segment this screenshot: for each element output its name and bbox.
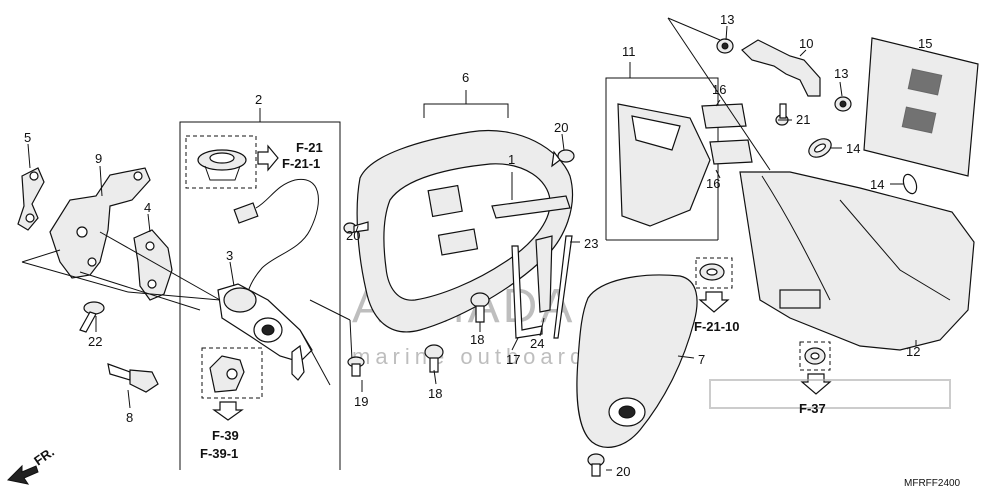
callout-20-upper: 20 (554, 120, 568, 135)
latch-part (209, 355, 245, 393)
callout-12: 12 (906, 344, 920, 359)
bolt-18-upper (470, 292, 490, 323)
nut-13-left (716, 38, 734, 54)
callout-24: 24 (530, 336, 544, 351)
key-8 (107, 363, 159, 393)
front-arrow (6, 464, 39, 485)
honda-watermark (709, 379, 951, 409)
callout-14-upper: 14 (846, 141, 860, 156)
bracket-9 (49, 167, 151, 279)
nut-13-right (834, 96, 852, 112)
plate-5 (17, 167, 45, 231)
callout-10: 10 (799, 36, 813, 51)
sticker-16-upper (701, 103, 747, 129)
cover-7 (576, 274, 698, 448)
tool-23 (553, 235, 573, 339)
cover-12 (739, 171, 975, 351)
callout-19: 19 (354, 394, 368, 409)
callout-2: 2 (255, 92, 262, 107)
screw-20-lower (587, 453, 605, 477)
callout-13-right: 13 (834, 66, 848, 81)
bracket-4 (133, 229, 173, 301)
callout-3: 3 (226, 248, 233, 263)
screw-22 (79, 301, 105, 333)
screw-20-left (343, 221, 369, 234)
screw-20-upper (551, 149, 575, 168)
watermark-tagline: marine outboards (352, 344, 603, 369)
callout-23: 23 (584, 236, 598, 251)
grommet-14-lower (902, 173, 918, 195)
diagram-code: MFRFF2400 (904, 478, 961, 489)
ref-f37: F-37 (799, 401, 826, 416)
ignition-switch (217, 283, 313, 381)
callout-16-upper: 16 (712, 82, 726, 97)
grommet-part (197, 149, 247, 181)
callout-13-left: 13 (720, 12, 734, 27)
callout-20-left: 20 (346, 228, 360, 243)
callout-6: 6 (462, 70, 469, 85)
grommet-21-10 (699, 263, 725, 281)
grommet-37 (804, 347, 826, 365)
callout-20-lower: 20 (616, 464, 630, 479)
callout-4: 4 (144, 200, 151, 215)
sticker-16-lower (709, 139, 753, 165)
front-label: FR. (31, 444, 57, 468)
ref-f21-10: F-21-10 (694, 319, 740, 334)
callout-16-lower: 16 (706, 176, 720, 191)
ref-f21: F-21 (296, 140, 323, 155)
ref-f39-1: F-39-1 (200, 446, 238, 461)
ref-f39: F-39 (212, 428, 239, 443)
callout-14-lower: 14 (870, 177, 884, 192)
callout-21: 21 (796, 112, 810, 127)
callout-1: 1 (508, 152, 515, 167)
label-15 (863, 37, 979, 177)
ignition-cable (233, 178, 319, 293)
callout-11: 11 (622, 44, 636, 59)
bolt-18-lower (424, 344, 444, 373)
callout-5: 5 (24, 130, 31, 145)
callout-9: 9 (95, 151, 102, 166)
ref-f21-1: F-21-1 (282, 156, 320, 171)
sticker-1 (491, 172, 571, 219)
callout-7: 7 (698, 352, 705, 367)
screw-19 (347, 356, 365, 377)
bolt-21 (775, 103, 789, 126)
callout-22: 22 (88, 334, 102, 349)
callout-8: 8 (126, 410, 133, 425)
callout-17: 17 (506, 352, 520, 367)
callout-18-lower: 18 (428, 386, 442, 401)
grommet-14-upper (808, 138, 832, 158)
callout-15: 15 (918, 36, 932, 51)
bracket-10 (741, 39, 821, 97)
tool-24 (535, 235, 553, 313)
callout-18-upper: 18 (470, 332, 484, 347)
panel-11 (617, 103, 711, 227)
